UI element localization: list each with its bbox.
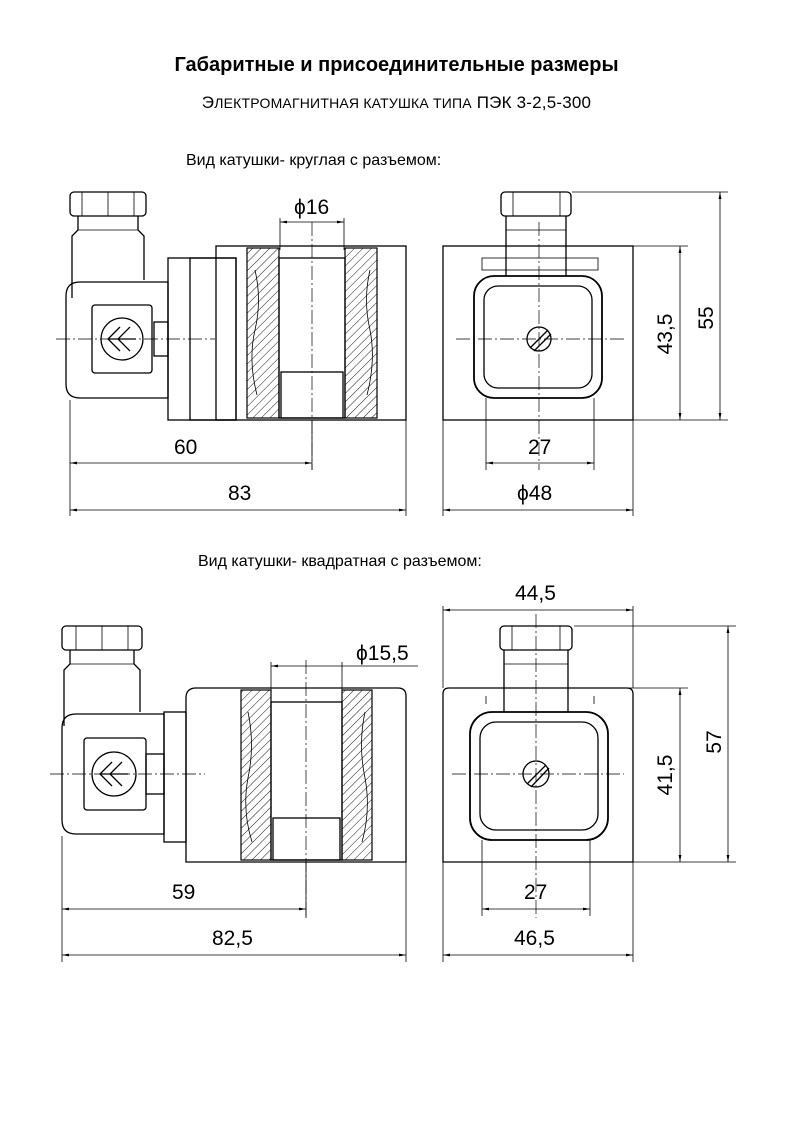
- view2-connector-height-dim: 41,5: [654, 755, 677, 796]
- page-subtitle: ЭЛЕКТРОМАГНИТНАЯ КАТУШКА ТИПА ПЭК 3-2,5-…: [0, 93, 793, 113]
- subtitle-initial: Э: [201, 93, 215, 112]
- view2-front: [442, 614, 634, 918]
- view2-length-dim: 82,5: [212, 927, 253, 950]
- view1-connector-height-dim: 43,5: [654, 314, 677, 355]
- view2-side-dimensions: ϕ15,5 59 82,5: [61, 642, 418, 962]
- view2-front-dimensions: 44,5 57 41,5 27 46,5: [442, 582, 736, 962]
- view1-caption: Вид катушки- круглая с разъемом:: [186, 152, 442, 169]
- subtitle-model: ПЭК 3-2,5-300: [476, 93, 592, 112]
- view1-bore-dim: ϕ16: [294, 196, 329, 219]
- view1-connector: [65, 281, 169, 399]
- view2-bore-dim: ϕ15,5: [356, 642, 409, 665]
- view2-height-dim: 57: [703, 730, 726, 753]
- view1-side: [56, 191, 407, 470]
- view2-connector-width-dim: 27: [524, 881, 547, 904]
- view2-coil-body: [163, 687, 407, 863]
- subtitle-smallcaps: ЛЕКТРОМАГНИТНАЯ КАТУШКА ТИПА: [214, 95, 472, 111]
- view1-connector-width-dim: 27: [528, 436, 551, 459]
- view2-axis-dim: 59: [172, 881, 195, 904]
- view1-front-dimensions: 55 43,5 27 ϕ48: [442, 191, 728, 516]
- view2-side: [50, 625, 407, 918]
- view1-front: [442, 191, 634, 470]
- page-title: Габаритные и присоединительные размеры: [174, 54, 619, 76]
- view2-width-dim: 46,5: [514, 927, 555, 950]
- view1-sleeve-section: [246, 247, 378, 419]
- view1-side-dimensions: ϕ16 60 83: [69, 196, 407, 516]
- view1-length-dim: 83: [228, 482, 251, 505]
- view1-height-dim: 55: [695, 306, 718, 329]
- view1-axis-dim: 60: [174, 436, 197, 459]
- view2-ground-symbol-icon: [91, 751, 137, 797]
- view2-top-width-dim: 44,5: [515, 582, 556, 605]
- view1-width-dim: ϕ48: [517, 482, 552, 505]
- view2-caption: Вид катушки- квадратная с разъемом:: [198, 553, 482, 570]
- view1-cable-gland: [69, 191, 147, 298]
- view2-cable-gland: [61, 625, 143, 726]
- view2-sleeve-section: [240, 689, 373, 861]
